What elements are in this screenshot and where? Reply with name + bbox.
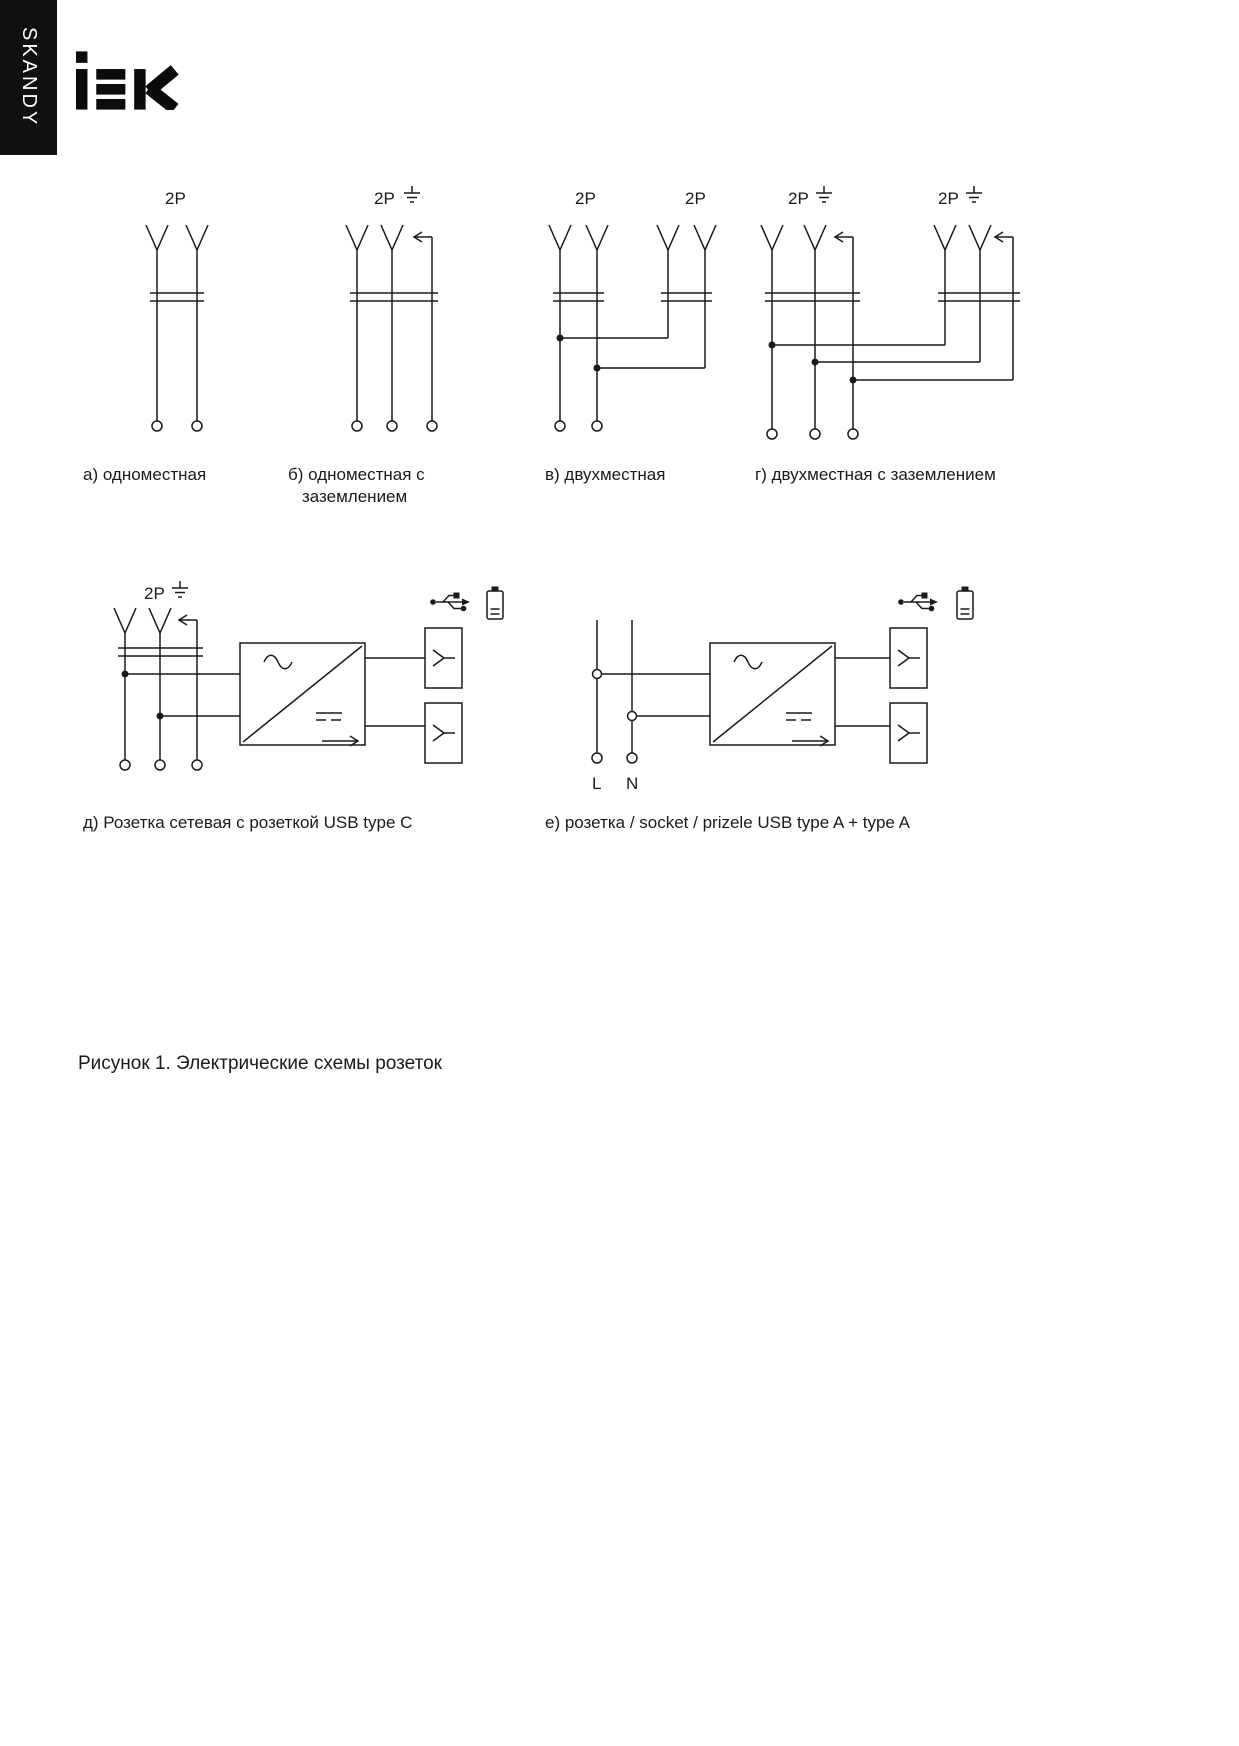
terminal — [426, 420, 438, 432]
junction-dot — [593, 364, 601, 372]
junction-dot — [811, 358, 819, 366]
pole-label: 2P — [374, 189, 395, 208]
earth-contact-arrow-icon — [177, 614, 198, 760]
pole-label: 2P — [685, 189, 706, 208]
ground-icon — [966, 186, 982, 203]
ground-icon — [404, 186, 420, 203]
output-arrow-icon — [792, 735, 830, 747]
ground-icon — [816, 186, 832, 203]
earth-contact-arrow-icon — [833, 231, 854, 429]
terminal — [154, 759, 166, 771]
ac-dc-converter — [709, 642, 836, 747]
caption-diagram-v: в) двухместная — [545, 465, 666, 484]
terminal — [151, 420, 163, 432]
pole-label: 2P — [575, 189, 596, 208]
diagram-socket-usb-type-c: 2P — [113, 581, 504, 771]
earth-contact-arrow-icon — [993, 231, 1014, 380]
usb-output-port — [424, 627, 463, 689]
pole-label: 2P — [165, 189, 186, 208]
socket-contact-icon — [345, 224, 404, 421]
caption-diagram-a: а) одноместная — [83, 465, 207, 484]
socket-contact-icon — [113, 607, 172, 760]
ac-sine-icon — [733, 654, 763, 670]
caption-diagram-d: д) Розетка сетевая с розеткой USB type C — [83, 813, 413, 832]
terminal — [591, 752, 603, 764]
battery-icon — [486, 586, 504, 620]
pole-label: 2P — [938, 189, 959, 208]
terminal — [626, 752, 638, 764]
caption-diagram-b-line1: б) одноместная с — [288, 465, 425, 484]
terminal — [191, 759, 203, 771]
series-tab: SKANDY — [0, 0, 57, 155]
socket-contact-icon — [933, 224, 992, 362]
terminal — [847, 428, 859, 440]
ac-dc-converter — [239, 642, 366, 747]
caption-diagram-b: б) одноместная с заземлением — [288, 464, 425, 508]
caption-diagram-g: г) двухместная с заземлением — [755, 465, 996, 484]
diagram-single-socket: 2P — [145, 189, 209, 432]
diagram-double-socket-earthed: 2P 2P — [760, 186, 1020, 440]
iek-logo — [76, 51, 180, 110]
usb-trident-icon — [898, 592, 938, 612]
terminal — [591, 420, 603, 432]
junction-dot — [768, 341, 776, 349]
caption-diagram-b-line2: заземлением — [302, 487, 408, 506]
diagram-socket-usb-type-a: L N — [591, 586, 974, 793]
terminal — [591, 668, 603, 680]
line-label: L — [592, 774, 601, 793]
diagram-double-socket: 2P 2P — [548, 189, 717, 432]
terminal — [554, 420, 566, 432]
neutral-label: N — [626, 774, 638, 793]
ground-icon — [172, 581, 188, 598]
junction-dot — [556, 334, 564, 342]
usb-output-port — [889, 627, 928, 689]
terminal — [766, 428, 778, 440]
usb-trident-icon — [430, 592, 470, 612]
terminal — [351, 420, 363, 432]
terminal — [626, 710, 638, 722]
output-arrow-icon — [322, 735, 360, 747]
pole-label: 2P — [788, 189, 809, 208]
figure-caption: Рисунок 1. Электрические схемы розеток — [78, 1053, 442, 1074]
caption-diagram-e: е) розетка / socket / prizele USB type A… — [545, 813, 911, 832]
terminal — [386, 420, 398, 432]
terminal — [119, 759, 131, 771]
socket-contact-icon — [145, 224, 209, 421]
dc-symbol-icon — [786, 712, 812, 721]
usb-output-port — [889, 702, 928, 764]
socket-contact-icon — [760, 224, 827, 429]
usb-output-port — [424, 702, 463, 764]
terminal — [191, 420, 203, 432]
battery-icon — [956, 586, 974, 620]
earth-contact-arrow-icon — [412, 231, 433, 421]
terminal — [809, 428, 821, 440]
socket-contact-icon — [656, 224, 717, 368]
series-label: SKANDY — [18, 27, 40, 128]
iek-logo-graphic — [76, 51, 179, 110]
diagram-single-socket-earthed: 2P — [345, 186, 438, 432]
socket-contact-icon — [548, 224, 609, 421]
ac-sine-icon — [263, 654, 293, 670]
junction-dot — [849, 376, 857, 384]
dc-symbol-icon — [316, 712, 342, 721]
schematics-layer: 2P 2P — [113, 186, 1020, 793]
pole-label: 2P — [144, 584, 165, 603]
